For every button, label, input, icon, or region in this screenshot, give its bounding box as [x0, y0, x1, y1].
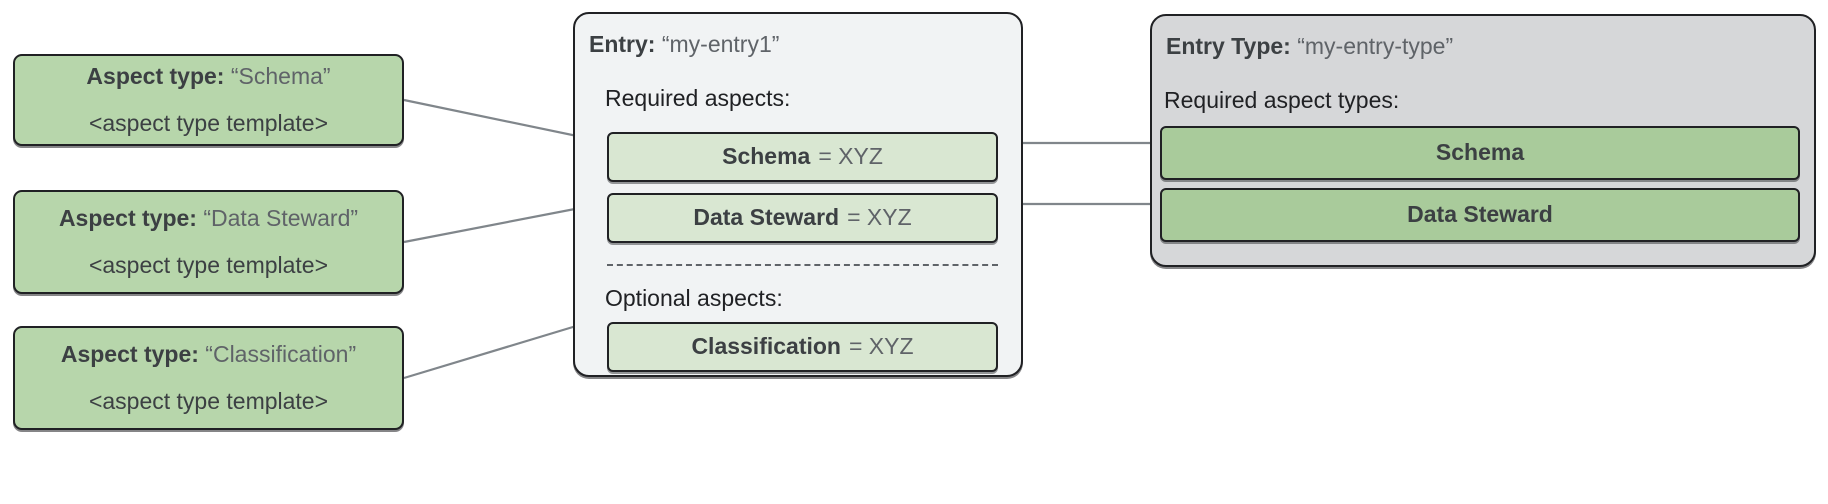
aspect-type-name: “Data Steward”	[203, 205, 359, 232]
entry-type-name: “my-entry-type”	[1297, 33, 1454, 59]
entry-type-aspect-name: Schema	[1435, 139, 1525, 166]
entry-aspect-name: Data Steward	[693, 204, 840, 231]
aspect-type-template: <aspect type template>	[88, 387, 329, 414]
entry-type-aspect-schema[interactable]: Schema	[1160, 126, 1800, 180]
entry-aspect-value: = XYZ	[848, 333, 914, 360]
required-optional-divider	[607, 264, 998, 266]
aspect-type-title: Aspect type: “Classification”	[61, 342, 356, 367]
entry-type-label: Entry Type:	[1166, 33, 1291, 59]
entry-type-panel-title: Entry Type: “my-entry-type”	[1166, 33, 1454, 59]
entry-name: “my-entry1”	[661, 31, 780, 57]
aspect-type-label: Aspect type:	[86, 63, 225, 90]
entry-label: Entry:	[589, 31, 656, 57]
entry-panel-title: Entry: “my-entry1”	[589, 31, 780, 57]
aspect-type-template: <aspect type template>	[88, 109, 329, 136]
aspect-type-card-classification[interactable]: Aspect type: “Classification” <aspect ty…	[13, 326, 404, 430]
entry-aspect-value: = XYZ	[818, 143, 883, 170]
entry-type-required-label: Required aspect types:	[1164, 87, 1400, 113]
entry-optional-aspects-label: Optional aspects:	[605, 285, 783, 311]
entry-required-aspects-label: Required aspects:	[605, 85, 791, 111]
aspect-type-template: <aspect type template>	[88, 251, 329, 278]
entry-aspect-name: Schema	[722, 143, 811, 170]
aspect-type-name: “Schema”	[230, 63, 331, 90]
aspect-type-card-data-steward[interactable]: Aspect type: “Data Steward” <aspect type…	[13, 190, 404, 294]
entry-aspect-schema[interactable]: Schema = XYZ	[607, 132, 998, 182]
aspect-type-name: “Classification”	[205, 341, 357, 368]
entry-aspect-data-steward[interactable]: Data Steward = XYZ	[607, 193, 998, 243]
aspect-type-label: Aspect type:	[58, 205, 197, 232]
entry-type-aspect-data-steward[interactable]: Data Steward	[1160, 188, 1800, 242]
aspect-type-card-schema[interactable]: Aspect type: “Schema” <aspect type templ…	[13, 54, 404, 146]
aspect-type-label: Aspect type:	[60, 341, 199, 368]
entry-type-aspect-name: Data Steward	[1407, 201, 1553, 228]
entry-type-panel: Entry Type: “my-entry-type” Required asp…	[1150, 14, 1816, 267]
entry-panel: Entry: “my-entry1” Required aspects: Sch…	[573, 12, 1023, 377]
aspect-type-title: Aspect type: “Data Steward”	[59, 206, 358, 231]
entry-aspect-name: Classification	[691, 333, 841, 360]
entry-aspect-value: = XYZ	[847, 204, 912, 231]
entry-aspect-classification[interactable]: Classification = XYZ	[607, 322, 998, 372]
aspect-type-title: Aspect type: “Schema”	[86, 64, 330, 89]
